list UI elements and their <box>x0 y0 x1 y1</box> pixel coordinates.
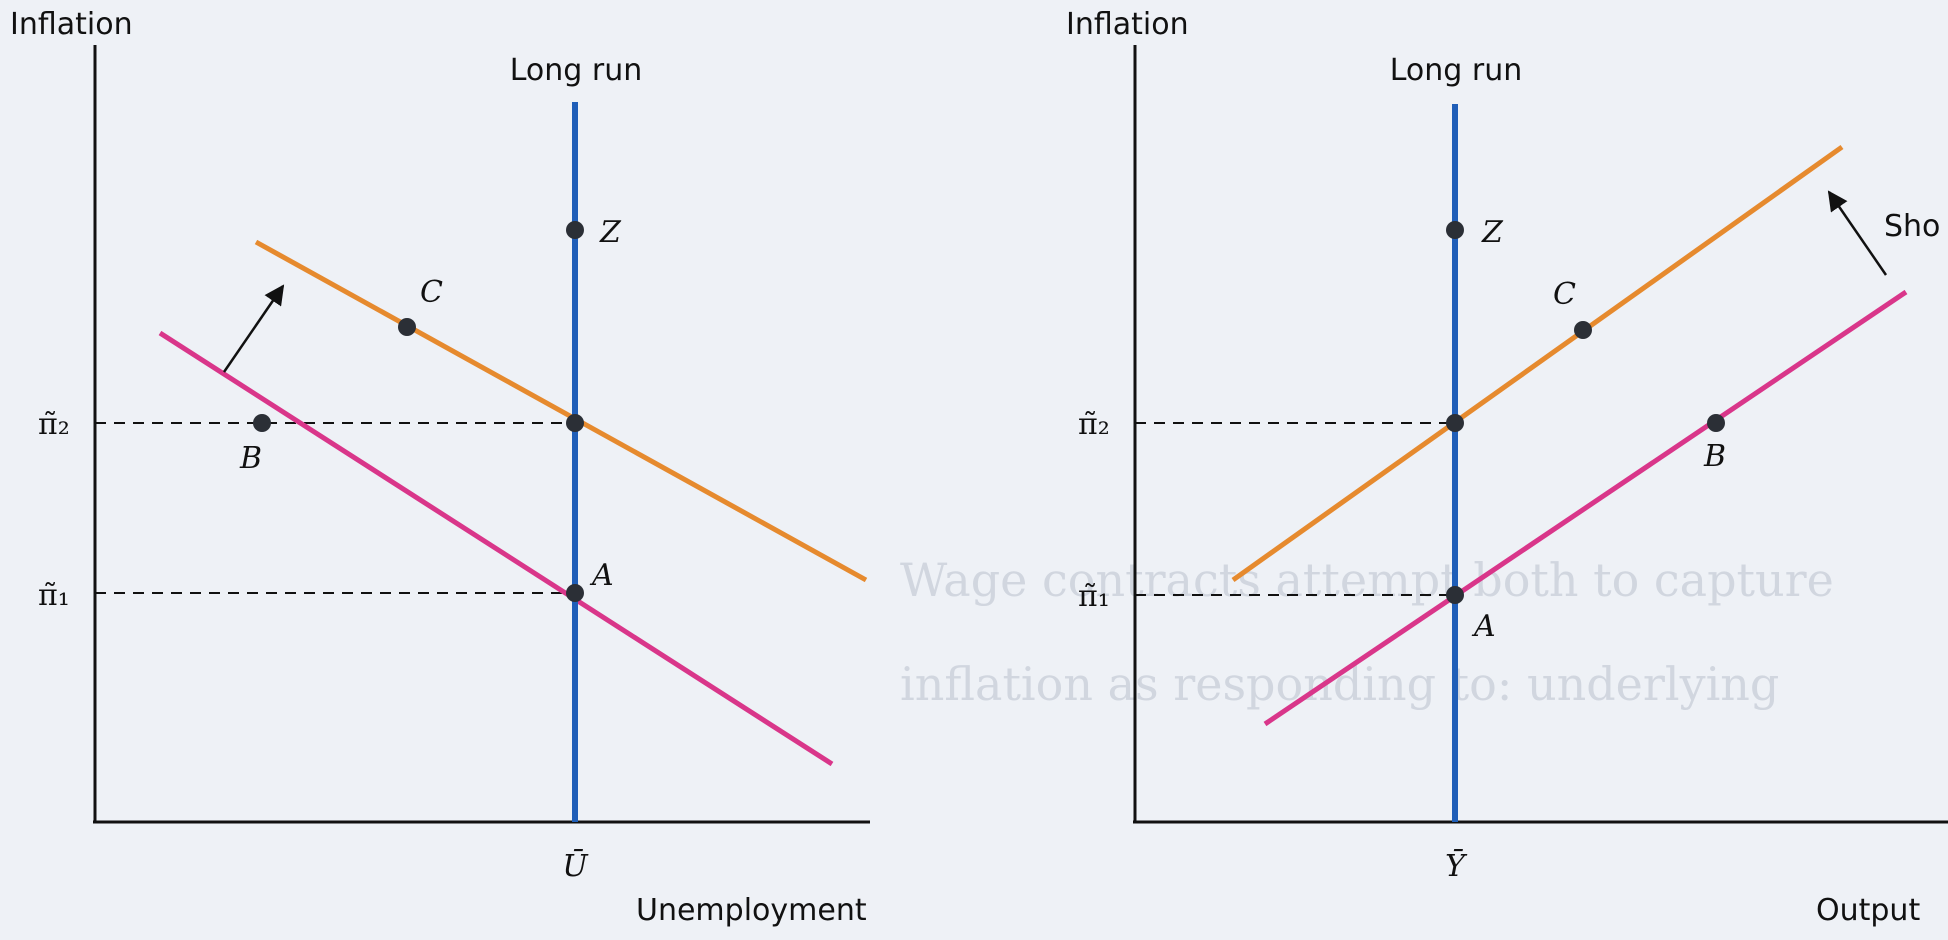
right-pi2-tick: π̃₂ <box>1078 407 1110 442</box>
right-point-z <box>1446 221 1464 239</box>
right-x-tick-ybar: Ȳ <box>1445 849 1468 884</box>
left-long-run-label: Long run <box>510 53 643 88</box>
right-shift-arrow <box>1827 190 1888 276</box>
right-point-intersect <box>1446 414 1464 432</box>
left-point-b <box>253 414 271 432</box>
right-y-axis-label: Inflation <box>1066 7 1189 42</box>
right-a-label: A <box>1471 609 1496 644</box>
left-point-c <box>398 318 416 336</box>
left-panel: Inflation Long run Z C B A π̃₂ π̃₁ Ū Une… <box>10 7 870 928</box>
left-b-label: B <box>239 441 262 476</box>
right-z-label: Z <box>1481 215 1504 250</box>
left-a-label: A <box>589 558 614 593</box>
svg-text:Wage contracts attempt both to: Wage contracts attempt both to capture <box>900 553 1834 607</box>
left-shift-arrow <box>222 284 285 373</box>
left-shifted-short-run-curve <box>254 239 868 583</box>
right-panel: Inflation Long run Z C B A π̃₂ π̃₁ Ȳ Out… <box>1066 7 1948 928</box>
right-long-run-label: Long run <box>1390 53 1523 88</box>
left-x-axis-label: Unemployment <box>636 893 867 928</box>
right-short-run-partial-label: Sho <box>1884 209 1940 244</box>
right-x-axis-label: Output <box>1816 893 1920 928</box>
left-y-axis-label: Inflation <box>10 7 133 42</box>
left-pi2-tick: π̃₂ <box>38 407 70 442</box>
left-pi1-tick: π̃₁ <box>38 578 70 613</box>
right-point-c <box>1574 321 1592 339</box>
right-point-a <box>1446 586 1464 604</box>
right-point-b <box>1707 414 1725 432</box>
right-initial-short-run-curve <box>1263 289 1908 727</box>
left-point-z <box>566 221 584 239</box>
svg-text:inflation as responding to: un: inflation as responding to: underlying <box>900 657 1779 711</box>
left-x-tick-ubar: Ū <box>562 848 589 884</box>
right-shifted-short-run-curve <box>1231 144 1844 583</box>
left-initial-short-run-curve <box>158 330 834 767</box>
right-b-label: B <box>1703 439 1726 474</box>
background-text: Wage contracts attempt both to capture i… <box>900 553 1834 711</box>
left-point-a <box>566 584 584 602</box>
right-pi1-tick: π̃₁ <box>1078 579 1110 614</box>
left-point-intersect <box>566 414 584 432</box>
left-c-label: C <box>420 275 443 310</box>
right-c-label: C <box>1553 277 1576 312</box>
left-z-label: Z <box>599 215 622 250</box>
